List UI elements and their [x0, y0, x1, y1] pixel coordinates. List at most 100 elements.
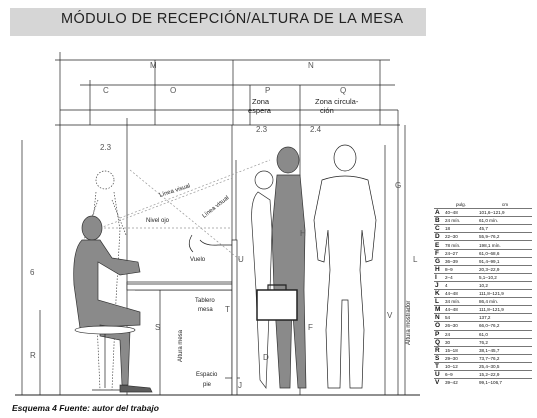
dim-letter-q: Q: [340, 86, 346, 95]
table-cell-letter: A: [434, 208, 444, 217]
dim-letter-g: G: [395, 181, 401, 190]
table-cell-letter: Q: [434, 337, 444, 347]
table-cell-letter: E: [434, 240, 444, 250]
table-cell-cm: 76,2: [477, 337, 532, 347]
table-cell-letter: K: [434, 289, 444, 298]
table-cell-letter: O: [434, 321, 444, 330]
table-cell-cm: 61,0–68,6: [477, 248, 532, 258]
dim-letter-p: P: [265, 86, 270, 95]
title-bar: [10, 8, 426, 36]
table-cell-inches: 6–9: [444, 369, 478, 379]
table-cell-inches: 40–48: [444, 208, 478, 217]
standing-man-gray: [256, 146, 307, 389]
table-cell-inches: 15–18: [444, 345, 478, 355]
standing-man-outline: [313, 144, 377, 389]
table-cell-inches: 22–30: [444, 232, 478, 241]
table-cell-inches: 4: [444, 280, 478, 290]
table-header-letter: [434, 201, 444, 209]
table-header-cm: cm: [501, 202, 509, 208]
label-zona-espera-2: espera: [248, 106, 272, 115]
dim-letter-f: F: [308, 323, 313, 332]
table-cell-cm: 38,1–45,7: [477, 345, 532, 355]
table-cell-inches: 8–9: [444, 264, 478, 274]
table-cell-cm: 45,7: [477, 224, 532, 233]
label-zona-espera-1: Zona: [252, 97, 270, 106]
label-espacio-pie-2: pie: [203, 382, 212, 388]
table-cell-letter: N: [434, 313, 444, 322]
sight-lines: [99, 159, 271, 261]
table-cell-inches: 44–48: [444, 289, 478, 298]
label-zona-circulacion-2: ción: [320, 106, 334, 115]
label-zona-circulacion-1: Zona circula-: [315, 97, 359, 106]
table-cell-cm: 137,2: [477, 313, 532, 322]
dim-letter-v: V: [387, 311, 393, 320]
dim-letter-d: D: [263, 353, 269, 362]
table-cell-letter: M: [434, 305, 444, 314]
dim-letter-s: S: [155, 323, 160, 332]
dim-letter-n: N: [308, 61, 314, 70]
table-cell-letter: P: [434, 329, 444, 339]
table-cell-letter: G: [434, 256, 444, 266]
table-cell-inches: 18: [444, 224, 478, 233]
table-cell-letter: H: [434, 264, 444, 274]
table-cell-inches: 44–48: [444, 305, 478, 314]
table-cell-cm: 73,7–76,2: [477, 353, 532, 363]
table-cell-cm: 198,1 mín.: [477, 240, 532, 250]
label-tablero-2: mesa: [198, 307, 213, 313]
seated-person: [73, 215, 153, 393]
detail-ref-b: 2.3: [256, 125, 268, 134]
detail-ref-d: 6: [30, 268, 35, 277]
dim-letter-t: T: [225, 305, 230, 314]
table-cell-inches: 24–27: [444, 248, 478, 258]
label-tablero-1: Tablero: [195, 298, 215, 304]
dim-letter-r: R: [30, 351, 36, 360]
table-cell-cm: 111,8–121,9: [477, 305, 532, 314]
dim-letter-h: H: [300, 229, 306, 238]
label-altura-mostrador: Altura mostrador: [406, 301, 412, 345]
table-cell-inches: 36–39: [444, 256, 478, 266]
table-cell-cm: 55,9–76,2: [477, 232, 532, 241]
table-cell-cm: 25,4–30,5: [477, 361, 532, 371]
label-nivel-ojo: Nivel ojo: [146, 218, 170, 224]
table-cell-inches: 34 mín.: [444, 297, 478, 306]
table-cell-cm: 61,0: [477, 329, 532, 339]
table-cell-cm: 91,4–99,1: [477, 256, 532, 266]
table-cell-letter: R: [434, 345, 444, 355]
table-cell-letter: V: [434, 378, 444, 387]
table-header-inches: pulg.: [456, 202, 466, 208]
label-linea-visual-1: Línea visual: [159, 183, 191, 199]
table-cell-inches: 24: [444, 329, 478, 339]
table-cell-cm: 10,2: [477, 280, 532, 290]
table-cell-letter: J: [434, 280, 444, 290]
caption: Esquema 4 Fuente: autor del trabajo: [12, 403, 159, 413]
label-linea-visual-2: Línea visual: [202, 195, 231, 219]
table-cell-inches: 39–42: [444, 378, 478, 387]
dim-letter-c: C: [103, 86, 109, 95]
table-cell-inches: 30: [444, 337, 478, 347]
reception-desk: [126, 234, 238, 396]
dim-letter-m: M: [150, 61, 157, 70]
table-cell-inches: 2–4: [444, 272, 478, 282]
table-cell-letter: F: [434, 248, 444, 258]
detail-ref-c: 2.4: [310, 125, 322, 134]
table-cell-inches: 78 mín.: [444, 240, 478, 250]
table-cell-cm: 101,6–121,9: [477, 208, 532, 217]
label-espacio-pie-1: Espacio: [196, 372, 218, 378]
table-cell-cm: 86,4 mín.: [477, 297, 532, 306]
